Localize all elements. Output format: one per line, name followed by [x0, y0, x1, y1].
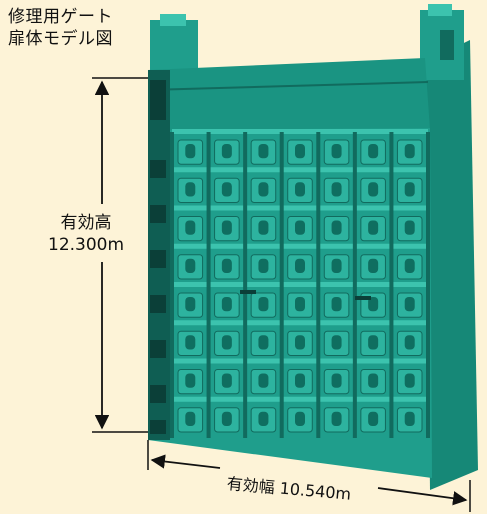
- gate-side-face: [425, 40, 478, 490]
- stiffener-opening: [295, 297, 305, 312]
- stiffener-opening: [295, 182, 305, 197]
- stiffener-opening: [368, 373, 379, 388]
- stiffener-opening: [221, 182, 232, 197]
- height-dimension-line: [92, 77, 148, 433]
- stiffener-opening: [331, 411, 342, 426]
- vertical-girder: [170, 132, 174, 438]
- stiffener-opening: [258, 297, 269, 312]
- width-dimension-line: [147, 440, 471, 512]
- stiffener-opening: [368, 182, 379, 197]
- stiffener-opening: [295, 144, 305, 159]
- horizontal-girder: [172, 282, 428, 287]
- stiffener-opening: [295, 373, 305, 388]
- stiffener-opening: [221, 411, 232, 426]
- stiffener-opening: [368, 144, 379, 159]
- stiffener-opening: [295, 411, 305, 426]
- stiffener-opening: [185, 220, 196, 235]
- stiffener-opening: [185, 373, 196, 388]
- stiffener-grid: [170, 129, 430, 438]
- stiffener-opening: [368, 220, 379, 235]
- stiffener-opening: [258, 258, 269, 273]
- slot: [355, 296, 371, 300]
- horizontal-girder: [172, 243, 428, 249]
- height-value: 12.300m: [48, 235, 125, 255]
- stiffener-opening: [221, 297, 232, 312]
- stiffener-opening: [185, 411, 196, 426]
- vertical-girder: [316, 132, 321, 438]
- stiffener-opening: [221, 335, 232, 350]
- diagram-title: 修理用ゲート 扉体モデル図: [8, 7, 113, 49]
- vertical-girder: [352, 132, 357, 438]
- stiffener-opening: [258, 335, 269, 350]
- stiffener-opening: [331, 258, 342, 273]
- stiffener-opening: [185, 182, 196, 197]
- stiffener-opening: [404, 220, 415, 235]
- stiffener-opening: [404, 297, 415, 312]
- stiffener-opening: [404, 411, 415, 426]
- stiffener-opening: [331, 297, 342, 312]
- stiffener-opening: [331, 182, 342, 197]
- stiffener-opening: [295, 335, 305, 350]
- stiffener-opening: [331, 335, 342, 350]
- stiffener-opening: [295, 258, 305, 273]
- stiffener-opening: [221, 144, 232, 159]
- vertical-girder: [243, 132, 248, 438]
- stiffener-opening: [185, 297, 196, 312]
- stiffener-opening: [221, 373, 232, 388]
- stiffener-opening: [258, 411, 269, 426]
- horizontal-girder: [172, 205, 428, 211]
- stiffener-opening: [185, 258, 196, 273]
- stiffener-opening: [331, 144, 342, 159]
- horizontal-girder: [172, 358, 428, 364]
- stiffener-opening: [258, 182, 269, 197]
- width-label: 有効幅: [225, 473, 276, 498]
- height-dimension-label: 有効高 12.300m: [48, 212, 124, 256]
- stiffener-opening: [221, 258, 232, 273]
- horizontal-girder: [172, 320, 428, 326]
- stiffener-opening: [258, 373, 269, 388]
- stiffener-opening: [221, 220, 232, 235]
- stiffener-opening: [295, 220, 305, 235]
- vertical-girder: [426, 132, 430, 438]
- stiffener-opening: [258, 144, 269, 159]
- upper-skin-plate: [148, 58, 430, 130]
- stiffener-opening: [404, 182, 415, 197]
- stiffener-opening: [368, 335, 379, 350]
- stiffener-opening: [331, 220, 342, 235]
- stiffener-opening: [404, 373, 415, 388]
- stiffener-opening: [404, 258, 415, 273]
- stiffener-opening: [404, 335, 415, 350]
- stiffener-opening: [368, 258, 379, 273]
- stiffener-opening: [331, 373, 342, 388]
- stiffener-opening: [185, 335, 196, 350]
- stiffener-opening: [185, 144, 196, 159]
- stiffener-opening: [258, 220, 269, 235]
- horizontal-girder: [172, 167, 428, 173]
- slot: [240, 290, 256, 294]
- stiffener-opening: [368, 411, 379, 426]
- height-label: 有効高: [60, 213, 112, 233]
- horizontal-girder: [172, 396, 428, 402]
- vertical-girder: [206, 132, 211, 438]
- vertical-girder: [389, 132, 394, 438]
- stiffener-opening: [404, 144, 415, 159]
- vertical-girder: [279, 132, 284, 438]
- stiffener-opening: [368, 297, 379, 312]
- horizontal-girder: [172, 129, 428, 134]
